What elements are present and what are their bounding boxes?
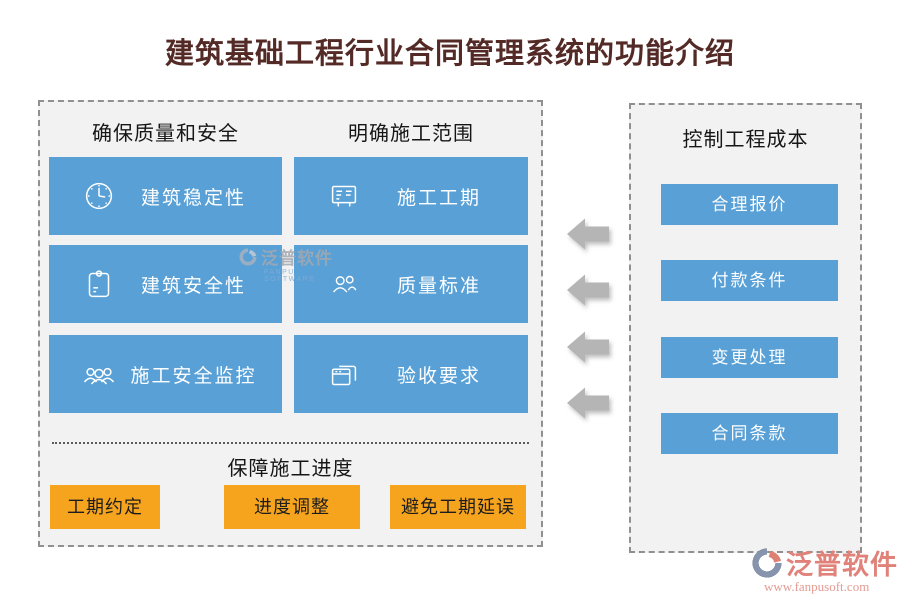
cost-item-reasonable-quotation: 合理报价 [661, 184, 838, 225]
feature-label: 建筑安全性 [140, 275, 246, 297]
page-title: 建筑基础工程行业合同管理系统的功能介绍 [164, 38, 735, 70]
clock-icon [79, 176, 119, 216]
right-panel: 控制工程成本 合理报价 付款条件 变更处理 合同条款 [629, 103, 862, 553]
footer-brand: 泛普软件 [786, 550, 898, 580]
progress-item-schedule-adjustment: 进度调整 [224, 485, 360, 529]
left-arrow-icon [565, 329, 611, 365]
dotted-divider [52, 442, 529, 444]
left-panel: 确保质量和安全 明确施工范围 建筑稳定性 [38, 100, 543, 547]
fanpu-logo-icon [750, 546, 784, 580]
people-icon [324, 264, 364, 304]
feature-building-safety: 建筑安全性 [49, 245, 282, 323]
left-arrow-icon [565, 216, 611, 252]
feature-label: 施工安全监控 [130, 365, 257, 387]
left-arrow-icon [565, 272, 611, 308]
column-header-cost-control: 控制工程成本 [682, 129, 809, 151]
progress-item-schedule-agreement: 工期约定 [50, 485, 160, 529]
column-header-quality-safety: 确保质量和安全 [92, 123, 239, 145]
footer-logo: 泛普软件 www.fanpusoft.com [750, 543, 898, 595]
footer-website: www.fanpusoft.com [764, 579, 870, 594]
stacked-windows-icon [324, 354, 364, 394]
feature-label: 质量标准 [396, 275, 481, 297]
left-arrow-icon [565, 385, 611, 421]
cost-item-change-handling: 变更处理 [661, 337, 838, 378]
feature-acceptance-requirements: 验收要求 [294, 335, 528, 413]
container-icon [79, 264, 119, 304]
feature-construction-period: 施工工期 [294, 157, 528, 235]
column-header-scope: 明确施工范围 [348, 123, 474, 145]
section-header-progress: 保障施工进度 [227, 458, 354, 480]
feature-building-stability: 建筑稳定性 [49, 157, 282, 235]
progress-item-avoid-delay: 避免工期延误 [390, 485, 526, 529]
people-group-icon [79, 354, 119, 394]
schedule-board-icon [324, 176, 364, 216]
feature-safety-monitoring: 施工安全监控 [49, 335, 282, 413]
feature-quality-standard: 质量标准 [294, 245, 528, 323]
cost-item-payment-terms: 付款条件 [661, 260, 838, 301]
feature-label: 建筑稳定性 [140, 187, 246, 209]
feature-label: 验收要求 [396, 365, 481, 387]
feature-label: 施工工期 [396, 187, 481, 209]
cost-item-contract-clauses: 合同条款 [661, 413, 838, 454]
